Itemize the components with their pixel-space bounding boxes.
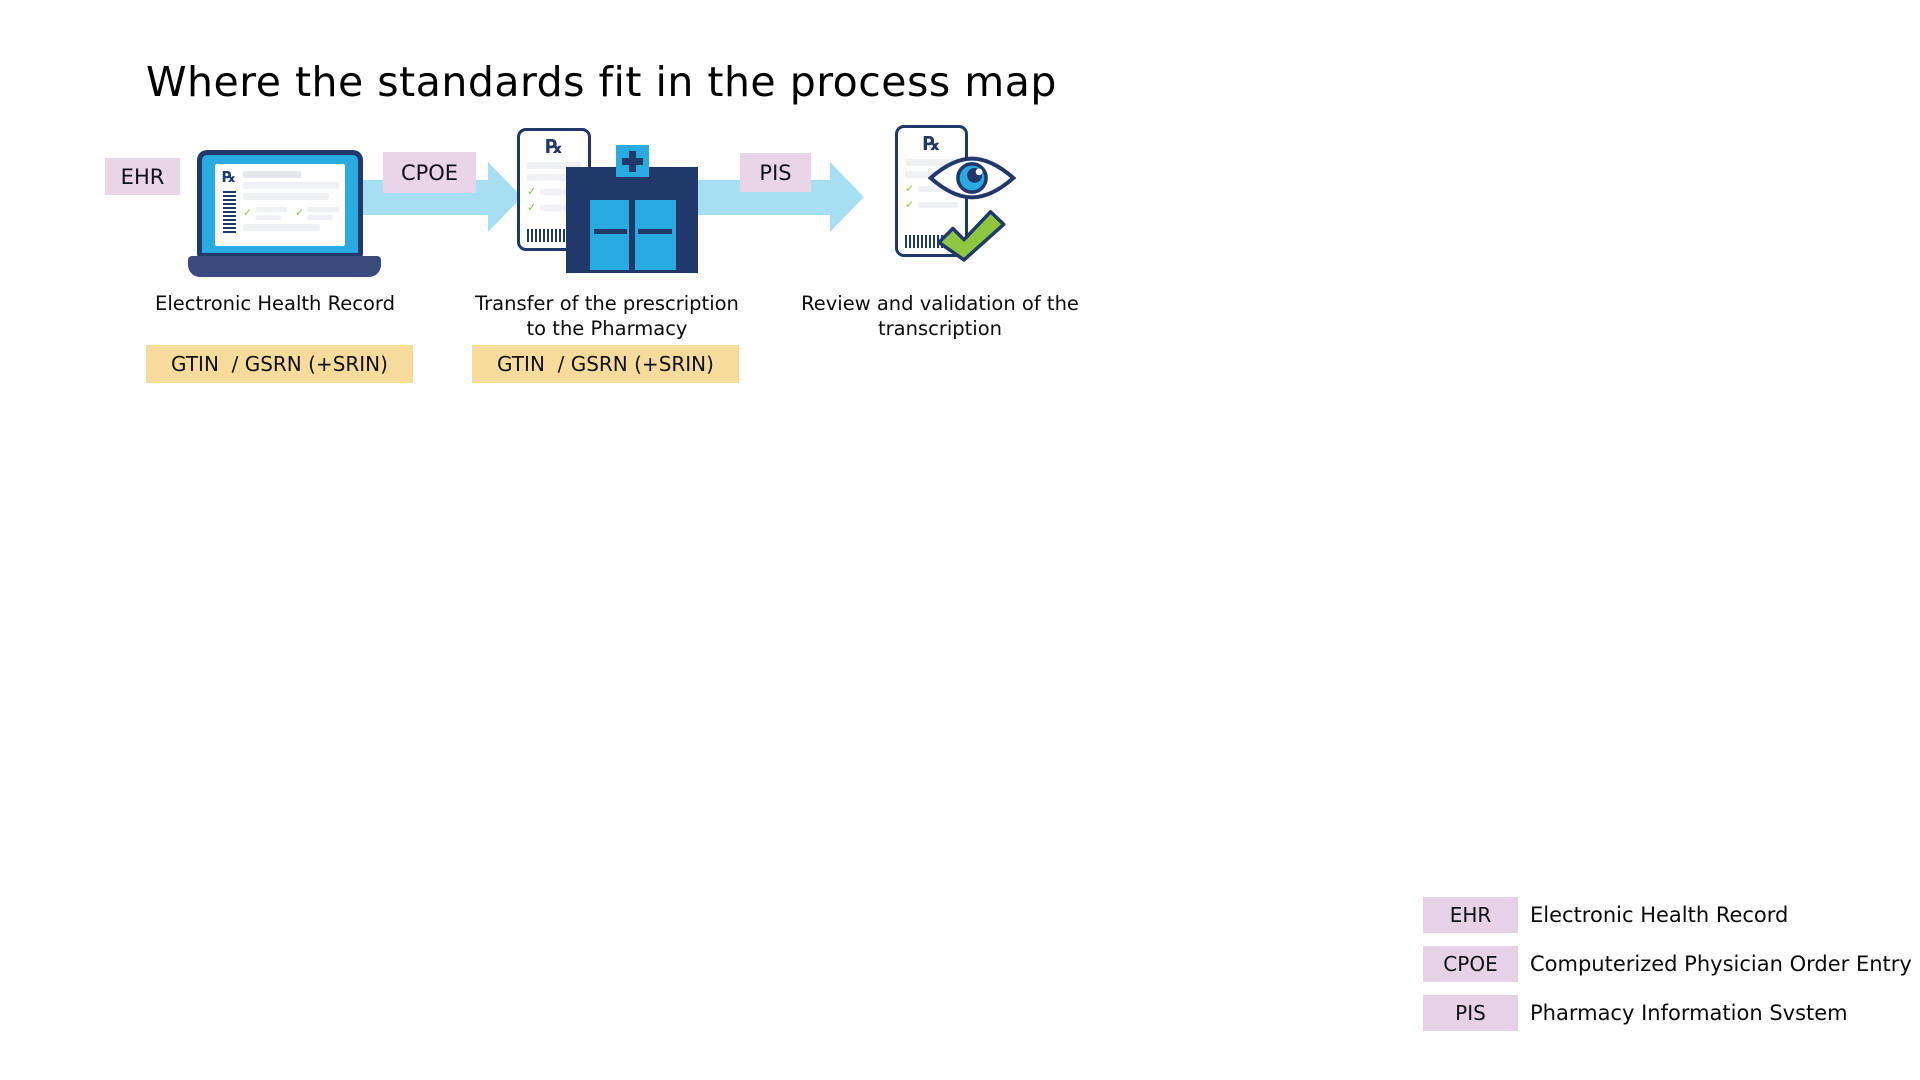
legend-pis-badge: PIS	[1423, 995, 1518, 1031]
pis-badge: PIS	[740, 153, 811, 192]
laptop-icon: ℞ ✓ ✓	[197, 150, 363, 258]
pis-arrow-head	[830, 162, 864, 232]
text-line	[243, 182, 339, 189]
door-handle	[594, 229, 627, 234]
legend-row-ehr: EHR Electronic Health Record	[1423, 897, 1912, 933]
legend-row-cpoe: CPOE Computerized Physician Order Entry	[1423, 946, 1912, 982]
door-handle	[638, 229, 672, 234]
rx-symbol-icon: ℞	[922, 133, 941, 155]
text-line	[243, 171, 301, 178]
legend-ehr-badge: EHR	[1423, 897, 1518, 933]
gtin-gsrn-badge: GTIN / GSRN (+SRIN)	[472, 345, 739, 383]
text-line	[243, 193, 330, 200]
check-icon: ✓	[905, 182, 915, 195]
legend-ehr-label: Electronic Health Record	[1530, 903, 1789, 927]
cpoe-badge: CPOE	[383, 152, 476, 193]
laptop-base	[188, 256, 381, 277]
gtin-gsrn-badge: GTIN / GSRN (+SRIN)	[146, 345, 413, 383]
rx-symbol-icon: ℞	[222, 168, 236, 186]
step2-caption: Transfer of the prescription to the Phar…	[475, 292, 739, 340]
rx-symbol-icon: ℞	[545, 136, 563, 158]
legend-cpoe-badge: CPOE	[1423, 946, 1518, 982]
check-icon: ✓	[527, 185, 537, 198]
check-icon: ✓	[527, 201, 537, 214]
ehr-badge: EHR	[105, 158, 180, 195]
barcode-icon	[222, 191, 236, 235]
legend-pis-label: Pharmacy Information Svstem	[1530, 1001, 1848, 1025]
laptop-screen-content: ℞ ✓ ✓	[215, 164, 345, 246]
cpoe-arrow-head	[488, 162, 522, 232]
checkmark-icon	[937, 210, 1006, 262]
pharmacy-building-icon	[566, 167, 698, 273]
pharmacy-door	[590, 200, 629, 270]
check-icon: ✓	[295, 206, 305, 219]
step3-caption: Review and validation of the transcripti…	[801, 292, 1079, 340]
pharmacy-door	[635, 200, 676, 270]
pharmacy-cross-icon	[616, 145, 649, 177]
check-icon: ✓	[243, 206, 253, 219]
page-title: Where the standards fit in the process m…	[146, 58, 1057, 106]
check-icon: ✓	[905, 198, 915, 211]
legend-row-pis: PIS Pharmacy Information Svstem	[1423, 995, 1912, 1031]
legend-cpoe-label: Computerized Physician Order Entry	[1530, 952, 1912, 976]
eye-icon	[928, 156, 1016, 200]
legend: EHR Electronic Health Record CPOE Comput…	[1423, 897, 1912, 1031]
text-line	[243, 224, 320, 231]
step1-caption: Electronic Health Record	[155, 292, 395, 315]
